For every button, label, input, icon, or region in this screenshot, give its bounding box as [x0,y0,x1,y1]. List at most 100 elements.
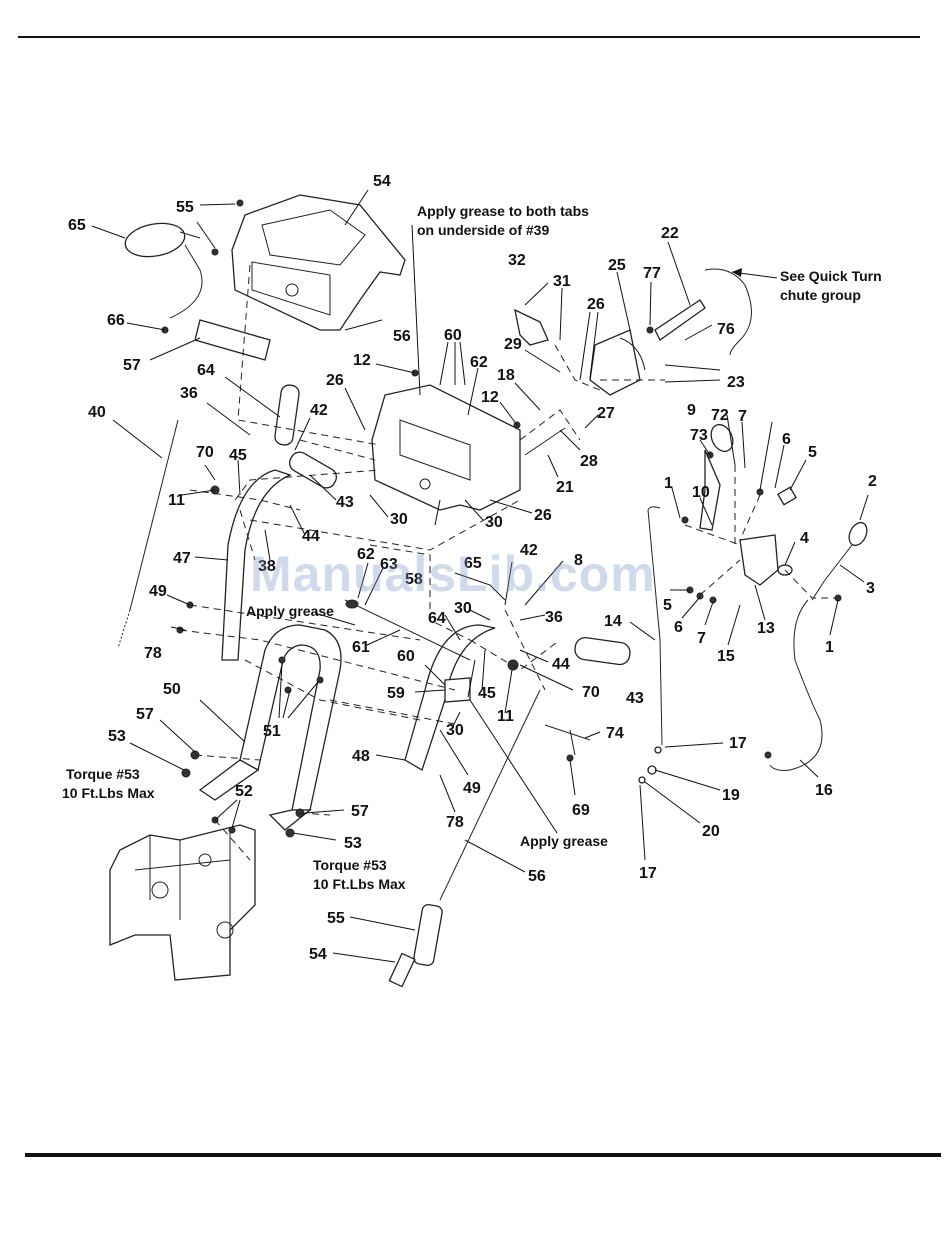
lens-part [194,319,271,361]
callout-61: 61 [352,639,370,656]
callout-38: 38 [258,558,276,575]
callout-22: 22 [661,225,679,242]
callout-30d: 30 [446,722,464,739]
frame-housing-lines [134,830,231,930]
note-torque-left-line2: 10 Ft.Lbs Max [62,785,155,801]
note-torque-right-line2: 10 Ft.Lbs Max [313,876,406,892]
note-apply-grease-tabs-line2: on underside of #39 [417,222,549,238]
callout-28: 28 [580,453,598,470]
callout-36a: 36 [180,385,198,402]
grip-43-right-part [574,636,631,666]
callout-45a: 45 [229,447,247,464]
callout-11b: 11 [497,708,514,725]
callout-13: 13 [757,620,775,637]
leader-lines [91,189,869,963]
callout-64: 64 [428,610,446,627]
callout-62: 62 [357,546,375,563]
dash-cover-part [231,194,406,331]
bolt-53-right [285,828,295,838]
callout-70a: 70 [196,444,214,461]
chute-rod-part [654,299,706,341]
callout-34b: 56 [393,328,411,345]
callout-9: 9 [687,402,696,419]
washer-6-lower [696,592,704,600]
callout-40: 40 [88,404,106,421]
lower-handle-part [239,624,342,811]
nut-51a [278,656,286,664]
callout-53b: 53 [344,835,362,852]
gear-teeth [619,337,646,371]
frame-hole-3 [198,853,212,867]
note-torque-left-line1: Torque #53 [66,766,140,782]
spring-62-part [345,599,359,609]
note-quick-turn-line1: See Quick Turn [780,268,882,284]
callout-26a: 26 [326,372,344,389]
cable-16-part [769,599,823,771]
headlight-part [124,222,186,258]
nut-70-right [507,659,519,671]
callout-59: 59 [387,685,405,702]
callout-56: 56 [528,868,546,885]
callout-30c: 30 [454,600,472,617]
rod-61-part [344,599,471,661]
plate-54-part [388,952,416,988]
callout-78a: 78 [144,645,162,662]
callout-53a: 53 [108,728,126,745]
callout-60: 60 [397,648,415,665]
frame-hole-1 [151,881,169,899]
callout-70b: 70 [582,684,600,701]
lower-handle-foot-left [198,759,260,801]
callout-39: 62 [470,354,488,371]
rod-14-part [647,509,663,746]
callout-30b: 30 [485,514,503,531]
quick-turn-arrowhead [732,268,742,277]
note-torque-right-line1: Torque #53 [313,857,387,873]
callout-43a: 43 [336,494,354,511]
callout-42: 42 [310,402,328,419]
grip-41-part [274,384,300,446]
callout-44b: 44 [552,656,570,673]
lever-3-part [811,544,853,601]
nut-51b [284,686,292,694]
watermark: ManualsLib.com [250,546,656,602]
top-rule [18,36,920,38]
callout-12a: 12 [353,352,371,369]
callout-36b: 36 [545,609,563,626]
clip-17a-part [654,746,662,754]
callout-7a: 7 [738,408,747,425]
callout-67: 66 [107,312,125,329]
callout-34a: 55 [176,199,194,216]
callout-51: 51 [263,723,281,740]
callout-3: 3 [866,580,875,597]
grip-55-part [413,904,443,966]
callout-6b: 6 [674,619,683,636]
callout-72: 72 [711,407,729,424]
callout-58: 58 [405,571,423,588]
callout-14: 14 [604,613,622,630]
grip-43-left-part [288,451,338,489]
callout-1b: 1 [825,639,834,656]
clip-74-part [544,724,591,756]
bottom-rule [25,1153,941,1157]
console-window [399,419,471,481]
rod-14-hook [647,506,661,511]
callout-69: 69 [572,802,590,819]
callout-54: 54 [309,946,327,963]
callout-18: 18 [497,367,515,384]
diagram-notes: Apply grease to both tabs on underside o… [62,203,882,892]
callout-20: 20 [702,823,720,840]
callout-42b: 42 [520,542,538,559]
callout-11a: 11 [168,492,185,509]
screw-77 [646,326,654,334]
assembly-dashed-lines [179,264,838,861]
callout-31: 31 [553,273,571,290]
callout-55: 55 [327,910,345,927]
callout-labels: 54 55 65 56 66 57 12 60 62 12 26 64 65 4… [68,173,877,963]
dash-cover-hole [285,283,299,297]
knob-9-part [710,423,734,453]
callout-2: 2 [868,473,877,490]
control-bracket-part [739,534,779,586]
callout-47: 47 [173,550,191,567]
callout-16: 16 [815,782,833,799]
